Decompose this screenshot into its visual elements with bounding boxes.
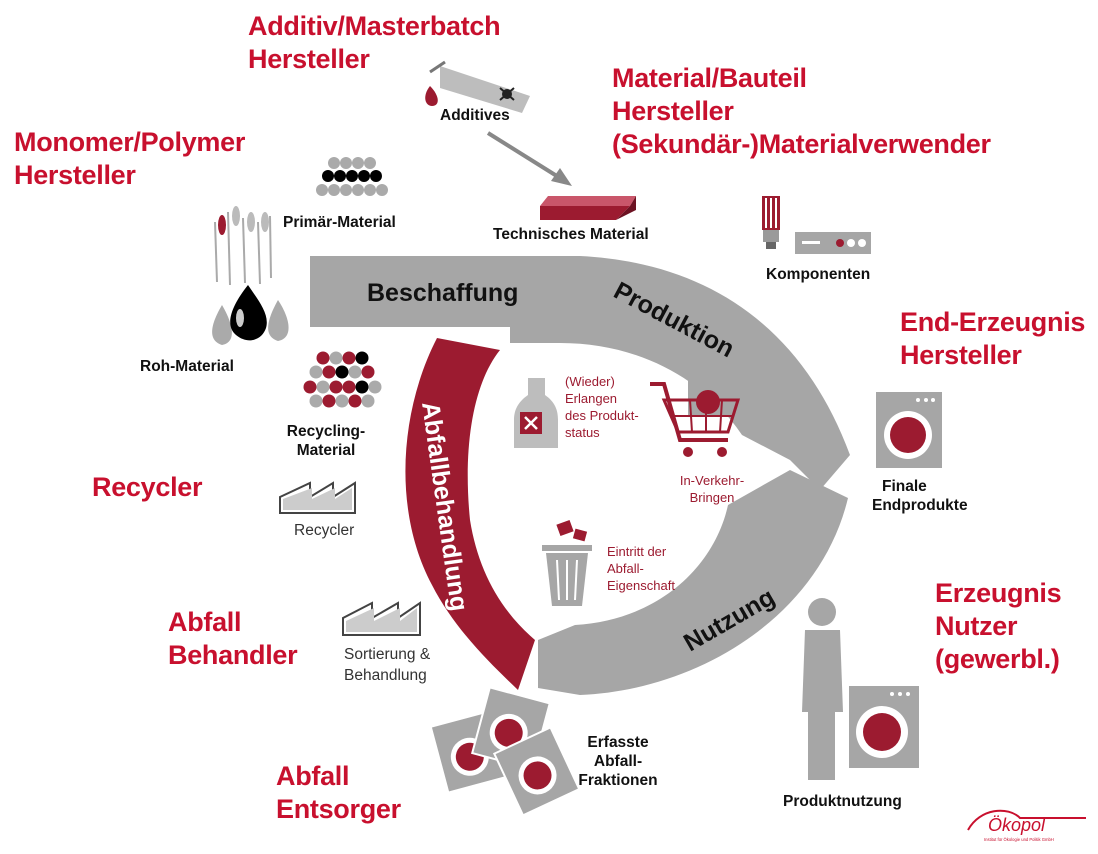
recycling-material-pellets-icon bbox=[303, 351, 382, 408]
cycle-arrow-beschaffung-produktion bbox=[310, 256, 850, 490]
label-erfasste-fraktionen: Erfasste Abfall- Fraktionen bbox=[578, 734, 658, 789]
pellet bbox=[303, 380, 317, 394]
pellet bbox=[316, 184, 328, 196]
pellet bbox=[316, 351, 330, 365]
pellet bbox=[335, 394, 349, 408]
cycle-label-beschaffung: Beschaffung bbox=[367, 279, 518, 307]
primary-material-pellets-icon bbox=[316, 157, 388, 196]
pellet bbox=[309, 365, 323, 379]
label-produktnutzung: Produktnutzung bbox=[783, 793, 902, 810]
role-material-hersteller: Material/Bauteil Hersteller (Sekundär-)M… bbox=[612, 63, 991, 159]
pellet bbox=[328, 157, 340, 169]
pellet bbox=[364, 157, 376, 169]
pellet bbox=[358, 170, 370, 182]
inner-label-eintritt: Eintritt der Abfall- Eigenschaft bbox=[607, 544, 675, 593]
pellet bbox=[376, 184, 388, 196]
role-enderzeugnis-hersteller: End-Erzeugnis Hersteller bbox=[900, 307, 1086, 370]
label-primaer-material: Primär-Material bbox=[283, 214, 396, 231]
pellet bbox=[309, 394, 323, 408]
washing-machine-use-icon bbox=[849, 686, 919, 768]
trash-bin-icon bbox=[542, 519, 592, 606]
bottle-icon bbox=[514, 378, 558, 448]
label-komponenten: Komponenten bbox=[766, 266, 871, 283]
pellet bbox=[348, 394, 362, 408]
pellet bbox=[364, 184, 376, 196]
waste-appliances-icon bbox=[429, 686, 581, 817]
technical-material-icon bbox=[540, 196, 636, 220]
washing-machine-icon bbox=[876, 392, 942, 468]
pellet bbox=[352, 184, 364, 196]
arrow-additives-to-material bbox=[486, 131, 572, 186]
component-device-icon bbox=[795, 232, 871, 254]
pellet bbox=[340, 157, 352, 169]
oil-drops-icon bbox=[212, 285, 289, 345]
pellet bbox=[340, 184, 352, 196]
label-technisches-material: Technisches Material bbox=[493, 226, 649, 243]
pellet bbox=[329, 351, 343, 365]
pellet bbox=[348, 365, 362, 379]
label-roh-material: Roh-Material bbox=[140, 358, 234, 375]
role-additiv-hersteller: Additiv/Masterbatch Hersteller bbox=[248, 11, 501, 74]
pellet bbox=[322, 170, 334, 182]
role-abfall-behandler: Abfall Behandler bbox=[168, 607, 298, 670]
label-finale-endprodukte: Finale Endprodukte bbox=[872, 478, 968, 514]
test-tube-icon bbox=[425, 60, 530, 113]
label-recycling-material: Recycling- Material bbox=[286, 423, 366, 459]
cycle-arrow-abfallbehandlung bbox=[405, 338, 535, 690]
label-recycler-plant: Recycler bbox=[294, 522, 355, 539]
pellet bbox=[342, 380, 356, 394]
pellet bbox=[316, 380, 330, 394]
pellet bbox=[368, 380, 382, 394]
logo-name: Ökopol bbox=[988, 815, 1046, 835]
inner-label-in-verkehr-bringen: In-Verkehr- Bringen bbox=[679, 473, 745, 505]
pellet bbox=[370, 170, 382, 182]
role-abfall-entsorger: Abfall Entsorger bbox=[276, 761, 401, 824]
pellet bbox=[352, 157, 364, 169]
cycle-arrow-nutzung bbox=[538, 470, 848, 695]
pellet bbox=[328, 184, 340, 196]
role-recycler: Recycler bbox=[92, 472, 203, 502]
role-erzeugnis-nutzer: Erzeugnis Nutzer (gewerbl.) bbox=[935, 578, 1062, 674]
recycler-factory-icon bbox=[279, 481, 356, 514]
lamp-icon bbox=[762, 196, 780, 249]
inner-label-wieder-erlangen: (Wieder) Erlangen des Produkt- status bbox=[565, 374, 639, 440]
label-additives: Additives bbox=[440, 107, 510, 124]
person-icon bbox=[802, 598, 843, 780]
pellet bbox=[361, 394, 375, 408]
pellet bbox=[361, 365, 375, 379]
shopping-cart-icon bbox=[650, 380, 741, 457]
sorting-factory-icon bbox=[342, 601, 421, 636]
pellet bbox=[342, 351, 356, 365]
pellet bbox=[322, 365, 336, 379]
label-sortierung: Sortierung & Behandlung bbox=[344, 646, 431, 684]
pellet bbox=[355, 380, 369, 394]
pellet bbox=[346, 170, 358, 182]
pellet bbox=[335, 365, 349, 379]
role-monomer-hersteller: Monomer/Polymer Hersteller bbox=[14, 127, 246, 190]
oekopol-logo-icon: Ökopol Institut für Ökologie und Politik… bbox=[967, 809, 1086, 842]
pellet bbox=[322, 394, 336, 408]
pellet bbox=[334, 170, 346, 182]
wheat-icon bbox=[214, 206, 272, 286]
pellet bbox=[329, 380, 343, 394]
logo-subtitle: Institut für Ökologie und Politik GmbH bbox=[984, 837, 1054, 842]
pellet bbox=[355, 351, 369, 365]
